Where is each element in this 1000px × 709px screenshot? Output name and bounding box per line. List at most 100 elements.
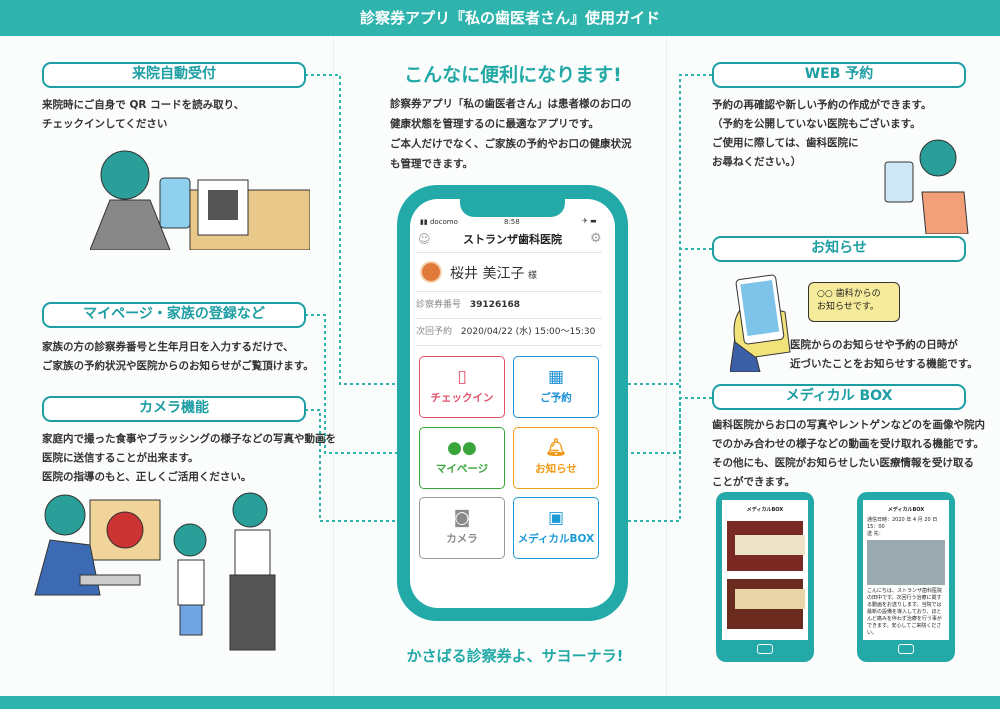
intro-text: 診察券アプリ「私の歯医者さん」は患者様のお口の 健康状態を管理するのに最適なアプ… — [390, 94, 650, 174]
guide-title: 診察券アプリ『私の歯医者さん』使用ガイド — [359, 9, 660, 27]
clinic-name: ストランザ歯科医院 — [463, 233, 562, 246]
battery-icon: ✈ ▬ — [582, 217, 597, 225]
bell-icon: 🔔︎ — [545, 438, 567, 458]
honorific: 様 — [528, 271, 538, 281]
text-line: 歯科医院からお口の写真やレントゲンなどのを画像や院内 — [712, 419, 985, 431]
avatar — [420, 261, 442, 283]
mypage-description: 家族の方の診察券番号と生年月日を入力するだけで、 ご家族の予約状況や医院からのお… — [42, 338, 314, 376]
checkin-description: 来院時にご自身で QR コードを読み取り、 チェックインしてください — [42, 96, 244, 134]
people-icon: ●● — [447, 438, 477, 458]
text-line: お尋ねください。） — [712, 156, 802, 168]
button-label: マイページ — [435, 463, 489, 475]
text-line: 家庭内で撮った食事やブラッシングの様子などの写真や動画を — [42, 433, 336, 445]
message-meta: 通信日時：2020 年 4 月 20 日 15：00 — [867, 517, 938, 530]
mini-screen: メディカルBOX — [722, 500, 808, 640]
carrier: docomo — [429, 218, 458, 226]
qr-scan-illustration — [90, 150, 310, 250]
connector-reserve — [588, 74, 712, 385]
card-number-label: 診察券番号 — [416, 300, 462, 310]
mini-screen-title: メディカルBOX — [746, 507, 784, 513]
status-time: 8:58 — [504, 218, 520, 226]
message-body: こんにちは、ストランザ歯科医院の田中です。次回行う治療に関する動画をお送りします… — [867, 588, 943, 636]
text-line: 来院時にご自身で QR コードを読み取り、 — [42, 99, 245, 111]
text-line: ご本人だけでなく、ご家族の予約やお口の健康状況 — [390, 138, 632, 150]
text-line: 健康状態を管理するのに最適なアプリです。 — [390, 118, 599, 130]
text-line: ことができます。 — [712, 476, 795, 488]
connector-notice — [588, 248, 712, 454]
text-line: ○○ 歯科からの — [817, 289, 881, 299]
card-number: 39126168 — [469, 300, 520, 310]
patient-row: 桜井 美江子 様 — [416, 252, 602, 292]
text-line: ご家族の予約状況や医院からのお知らせがご覧頂けます。 — [42, 360, 314, 372]
guide-title-banner: 診察券アプリ『私の歯医者さん』使用ガイド — [0, 0, 1000, 36]
camera-button[interactable]: ◙ カメラ — [419, 497, 505, 559]
text-line: チェックインしてください — [42, 118, 168, 130]
family-camera-illustration — [34, 492, 276, 651]
notice-button[interactable]: 🔔︎お知らせ — [513, 427, 599, 489]
checkin-button[interactable]: ▯ チェックイン — [419, 356, 505, 418]
connector-medical — [588, 397, 712, 522]
section-title-medical-box: メディカル BOX — [712, 384, 966, 410]
home-button — [898, 644, 914, 654]
text-line: 医院からのお知らせや予約の日時が — [790, 339, 958, 351]
settings-gear-icon[interactable]: ⚙ — [590, 231, 602, 246]
text-line: 家族の方の診察券番号と生年月日を入力するだけで、 — [42, 341, 294, 353]
phone-notch — [460, 199, 565, 217]
medical-box-phone-message: メディカルBOX 通信日時：2020 年 4 月 20 日 15：00 送 先：… — [857, 492, 955, 662]
dentist-photo — [867, 540, 945, 585]
text-line: でのかみ合わせの様子などの動画を受け取れる機能です。 — [712, 438, 984, 450]
text-line: その他にも、医院がお知らせしたい医療情報を受け取る — [712, 457, 974, 469]
medical-box-phone-photos: メディカルBOX — [716, 492, 814, 662]
text-line: （予約を公開していない医院もございます。 — [712, 118, 921, 130]
mypage-button[interactable]: ●● マイページ — [419, 427, 505, 489]
tablet-user-illustration — [884, 139, 969, 234]
teeth-photo — [727, 521, 805, 571]
home-button — [757, 644, 773, 654]
profile-icon[interactable]: ☺ — [418, 232, 431, 246]
section-title-camera: カメラ機能 — [42, 396, 306, 422]
text-line: 医院の指導のもと、正しくご活用ください。 — [42, 471, 252, 483]
reserve-button[interactable]: ▦ ご予約 — [513, 356, 599, 418]
medical-box-button[interactable]: ▣ メディカルBOX — [513, 497, 599, 559]
camera-description: 家庭内で撮った食事やブラッシングの様子などの写真や動画を 医院に送信することが出… — [42, 430, 336, 487]
tagline: かさばる診察券よ、サヨーナラ! — [406, 647, 624, 665]
patient-name: 桜井 美江子 — [450, 266, 525, 282]
teeth-photo — [727, 579, 805, 629]
button-label: メディカルBOX — [517, 533, 595, 545]
footer-band — [0, 696, 1000, 709]
text-line: 予約の再確認や新しい予約の作成ができます。 — [712, 99, 932, 111]
text-line: も管理できます。 — [390, 158, 473, 170]
button-label: ご予約 — [540, 392, 572, 404]
button-label: チェックイン — [430, 392, 494, 404]
notification-phone-illustration — [730, 274, 791, 372]
card-number-row: 診察券番号 39126168 — [416, 292, 602, 319]
notice-description: 医院からのお知らせや予約の日時が 近づいたことをお知らせする機能です。 — [790, 336, 978, 374]
next-appointment-label: 次回予約 — [416, 327, 453, 337]
notice-speech-bubble: ○○ 歯科からの お知らせです。 — [808, 282, 900, 322]
next-appointment-value: 2020/04/22 (水) 15:00〜15:30 — [460, 327, 596, 337]
section-title-web-reserve: WEB 予約 — [712, 62, 966, 88]
camera-icon: ◙ — [453, 508, 471, 528]
text-line: お知らせです。 — [817, 302, 879, 312]
message-meta: 送 先： — [867, 531, 884, 537]
images-icon: ▣ — [547, 508, 565, 528]
next-appointment-row: 次回予約 2020/04/22 (水) 15:00〜15:30 — [416, 319, 602, 346]
text-line: 診察券アプリ「私の歯医者さん」は患者様のお口の — [390, 98, 632, 110]
mini-screen-title: メディカルBOX — [887, 507, 925, 513]
section-title-checkin: 来院自動受付 — [42, 62, 306, 88]
web-reserve-description: 予約の再確認や新しい予約の作成ができます。 （予約を公開していない医院もございま… — [712, 96, 931, 172]
text-line: 医院に送信することが出来ます。 — [42, 452, 199, 464]
mini-screen: メディカルBOX 通信日時：2020 年 4 月 20 日 15：00 送 先：… — [863, 500, 949, 640]
button-label: カメラ — [446, 533, 478, 545]
smartphone-icon: ▯ — [457, 367, 467, 387]
fold-line — [666, 36, 667, 696]
text-line: 近づいたことをお知らせする機能です。 — [790, 358, 978, 370]
text-line: ご使用に際しては、歯科医院に — [712, 137, 859, 149]
fold-line — [333, 36, 334, 696]
section-title-notice: お知らせ — [712, 236, 966, 262]
calendar-icon: ▦ — [547, 367, 565, 387]
medical-box-description: 歯科医院からお口の写真やレントゲンなどのを画像や院内 でのかみ合わせの様子などの… — [712, 416, 985, 492]
carrier-label: ▮▮ docomo — [420, 218, 458, 226]
connector-camera — [305, 409, 428, 522]
section-title-mypage: マイページ・家族の登録など — [42, 302, 306, 328]
